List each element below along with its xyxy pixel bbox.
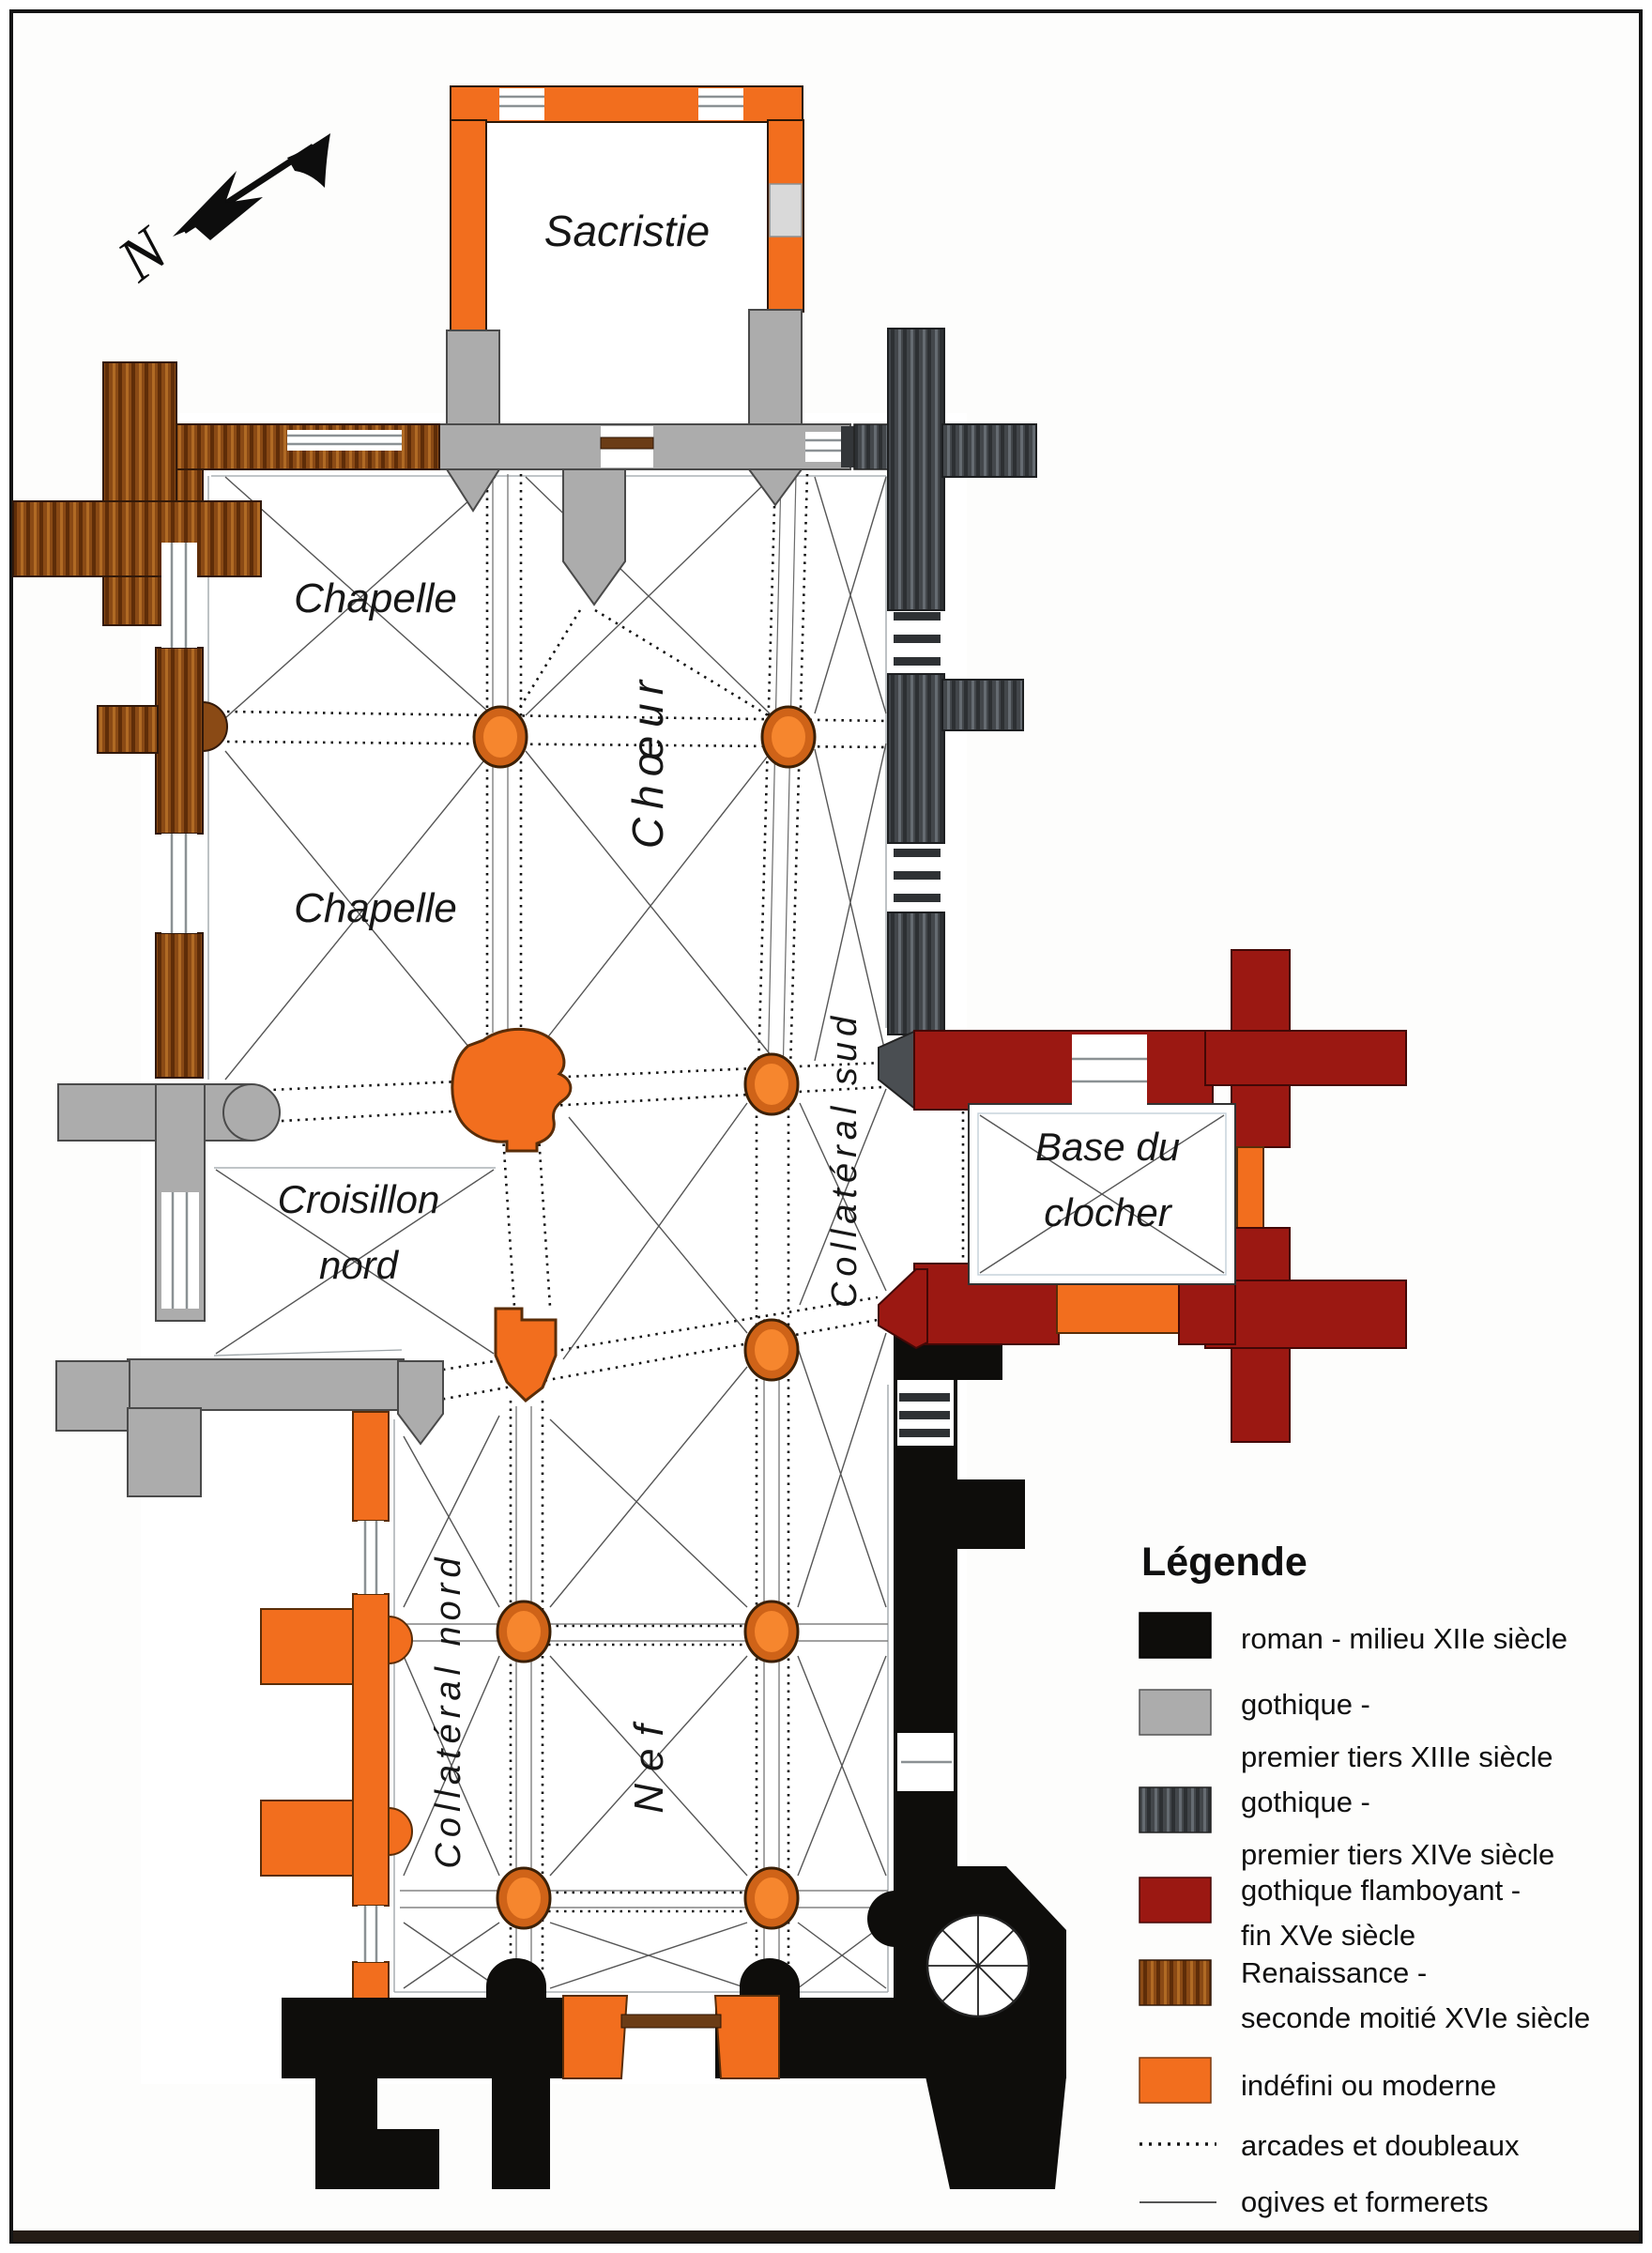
tower-northeast-cross-h — [1204, 1030, 1407, 1086]
legend-label: ogives et formerets — [1241, 2185, 1489, 2218]
legend-swatch-roman — [1139, 1612, 1212, 1659]
legend-title: Légende — [1141, 1540, 1308, 1585]
crossing-pier-blob — [451, 1027, 573, 1153]
legend-label: premier tiers XIVe siècle — [1241, 1838, 1554, 1871]
crossing-pier-arrow — [494, 1307, 558, 1402]
legend-label: roman - milieu XIIe siècle — [1241, 1622, 1568, 1655]
legend: Légende roman - milieu XIIe siècle gothi… — [1139, 1540, 1590, 2218]
tower-east-modern-bar — [1236, 1146, 1264, 1229]
tower-room — [968, 1035, 1236, 1285]
legend-label: gothique - — [1241, 1786, 1370, 1818]
label-chapelle-2: Chapelle — [294, 885, 457, 931]
room-labels: Sacristie Chapelle Chapelle Chœur Collat… — [278, 207, 1180, 1869]
pillars — [451, 705, 817, 1930]
east-buttress — [957, 1479, 1025, 1549]
legend-swatch-gothique13 — [1139, 1689, 1212, 1736]
label-sacristie: Sacristie — [544, 207, 710, 255]
label-choeur: Chœur — [623, 672, 672, 849]
north-arrow-tail — [287, 133, 330, 188]
legend-label: gothique flamboyant - — [1241, 1874, 1521, 1907]
legend-label: seconde moitié XVIe siècle — [1241, 2001, 1590, 2034]
tower-southwest-pier — [878, 1268, 928, 1350]
legend-label: Renaissance - — [1241, 1956, 1427, 1989]
legend-label: gothique - — [1241, 1688, 1370, 1721]
legend-swatch-moderne — [1139, 2057, 1212, 2104]
transept-west-window — [161, 1192, 199, 1309]
north-wall — [155, 423, 891, 606]
sacristie-windows — [499, 88, 803, 238]
choir-east-windows — [894, 612, 941, 902]
nave-west-buttress-1 — [260, 1608, 354, 1685]
legend-swatch-flamboyant — [1139, 1877, 1212, 1923]
south-portal — [562, 1995, 780, 2079]
label-base-du-clocher-1: Base du — [1035, 1125, 1180, 1169]
northwest-buttress-cross — [102, 361, 177, 626]
label-collateral-sud: Collatéral sud — [825, 1011, 864, 1308]
legend-label: indéfini ou moderne — [1241, 2069, 1496, 2102]
legend-swatch-gothique14 — [1139, 1786, 1212, 1833]
label-base-du-clocher-2: clocher — [1044, 1190, 1172, 1234]
west-buttress-arm — [97, 705, 159, 754]
tower-south-modern-insert — [1056, 1276, 1184, 1334]
choir-north-pier — [562, 468, 626, 606]
label-croisillon-nord-1: Croisillon — [278, 1177, 440, 1221]
legend-swatch-renaissance — [1139, 1959, 1212, 2006]
transept-west-gray — [55, 1083, 444, 1497]
choir-east-buttress-1 — [941, 423, 1037, 478]
vault-ogive-lines — [215, 476, 887, 1989]
label-collateral-nord: Collatéral nord — [429, 1552, 468, 1868]
image-border-bottom — [13, 2230, 1639, 2242]
west-wall-windows — [161, 543, 197, 933]
legend-label: premier tiers XIIIe siècle — [1241, 1740, 1553, 1773]
tower-north-window — [1072, 1035, 1147, 1106]
west-wall-renaissance — [12, 361, 262, 1079]
east-nave-windows — [897, 1380, 954, 1791]
nave-west-buttress-2 — [260, 1800, 354, 1877]
label-croisillon-nord-2: nord — [319, 1243, 400, 1287]
nave-west-wall-modern — [260, 1411, 413, 2010]
legend-label: arcades et doubleaux — [1241, 2129, 1520, 2162]
legend-label: fin XVe siècle — [1241, 1919, 1415, 1952]
north-arrow-head — [173, 171, 263, 240]
label-chapelle-1: Chapelle — [294, 575, 457, 621]
spiral-staircase — [925, 1913, 1031, 2018]
choir-east-buttress-2 — [941, 679, 1024, 731]
choir-east-wall-gothique14 — [887, 328, 1037, 1035]
nave-west-windows — [358, 1521, 384, 1962]
label-nef: Nef — [626, 1712, 672, 1813]
